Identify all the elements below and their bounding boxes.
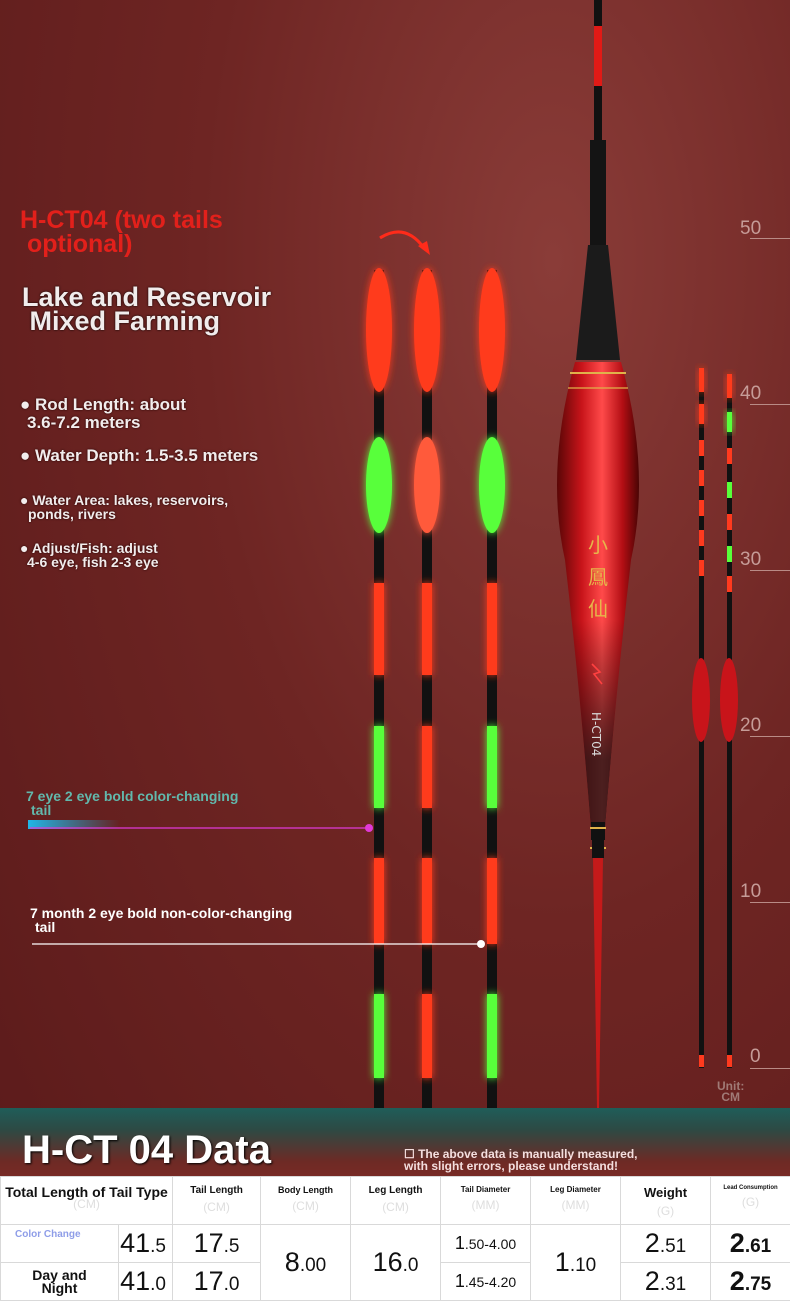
header-tail-length-unit: (CM) <box>173 1200 260 1214</box>
header-weight-unit: (G) <box>621 1204 710 1218</box>
measurement-note: ☐ The above data is manually measured, w… <box>404 1148 638 1172</box>
header-leg-length: Leg Length (CM) <box>351 1177 441 1225</box>
header-tail-diameter: Tail Diameter (MM) <box>441 1177 531 1225</box>
row-label-color-change: Color Change <box>1 1225 119 1263</box>
header-tail-diameter-label: Tail Diameter <box>461 1185 511 1194</box>
cell-tail-diameter-range: .45-4.20 <box>465 1274 516 1290</box>
header-leg-diameter-unit: (MM) <box>531 1198 620 1212</box>
float-chinese-char-1: 小 <box>588 533 608 557</box>
ruler-mark-0: 0 <box>750 1046 761 1068</box>
row-label-day-night: Day and Night <box>1 1263 119 1301</box>
cell-leg-length-int: 16 <box>373 1247 403 1277</box>
header-tail-length-label: Tail Length <box>190 1185 243 1196</box>
header-leg-diameter: Leg Diameter (MM) <box>531 1177 621 1225</box>
cell-leg-length-dec: .0 <box>403 1255 419 1276</box>
cell-lead-consumption: 2.61 <box>711 1225 790 1263</box>
header-leg-length-unit: (CM) <box>351 1200 440 1214</box>
cell-leg-diameter: 1.10 <box>531 1225 621 1301</box>
cell-total-length-int: 41 <box>120 1266 150 1296</box>
cell-weight-dec: .31 <box>660 1274 686 1295</box>
ruler-mark-30: 30 <box>740 549 761 571</box>
header-lead-consumption-unit: (G) <box>711 1195 790 1209</box>
cell-lead-consumption-dec: .61 <box>745 1236 771 1257</box>
ruler-mark-50: 50 <box>740 218 761 240</box>
cell-tail-length-int: 17 <box>194 1228 224 1258</box>
cell-weight-int: 2 <box>645 1266 660 1296</box>
header-leg-length-label: Leg Length <box>369 1185 423 1196</box>
cell-body-length-int: 8 <box>285 1247 300 1277</box>
float-chinese-char-3: 仙 <box>588 597 608 621</box>
header-body-length-unit: (CM) <box>261 1199 350 1213</box>
header-leg-diameter-label: Leg Diameter <box>550 1185 601 1194</box>
cell-weight-int: 2 <box>645 1228 660 1258</box>
cell-leg-diameter-dec: .10 <box>570 1255 596 1276</box>
data-title: H-CT 04 Data <box>22 1128 271 1173</box>
cell-leg-length: 16.0 <box>351 1225 441 1301</box>
small-float-left <box>692 368 710 1068</box>
tail-middle <box>414 268 440 1110</box>
ruler <box>735 150 790 1070</box>
row-label-day-night-line2: Night <box>1 1282 118 1295</box>
float-model-text: H-CT04 <box>589 712 603 756</box>
float-chinese-char-2: 鳳 <box>588 565 608 589</box>
cell-total-length-int: 41 <box>120 1228 150 1258</box>
cell-weight: 2.31 <box>621 1263 711 1301</box>
cell-leg-diameter-int: 1 <box>555 1247 570 1277</box>
cell-total-length: 41.5 <box>119 1225 173 1263</box>
table-row: Color Change 41.5 17.5 8.00 16.0 1.50-4.… <box>1 1225 790 1263</box>
ruler-unit: Unit: CM <box>717 1081 744 1103</box>
tail-left <box>366 268 392 1110</box>
cell-lead-consumption-dec: .75 <box>745 1274 771 1295</box>
ruler-mark-40: 40 <box>740 383 761 405</box>
header-lead-consumption: Lead Consumption (G) <box>711 1177 790 1225</box>
cell-tail-diameter: 1.50-4.00 <box>441 1225 531 1263</box>
cell-tail-diameter-int: 1 <box>455 1233 465 1253</box>
ruler-mark-10: 10 <box>740 881 761 903</box>
cell-lead-consumption-int: 2 <box>730 1228 745 1258</box>
header-tail-length: Tail Length (CM) <box>173 1177 261 1225</box>
header-lead-consumption-label: Lead Consumption <box>723 1185 777 1191</box>
cell-total-length: 41.0 <box>119 1263 173 1301</box>
cell-tail-diameter-range: .50-4.00 <box>465 1236 516 1252</box>
curved-arrow-icon <box>380 232 424 248</box>
header-total-length: Total Length of Tail Type (CM) <box>1 1177 173 1225</box>
cell-weight-dec: .51 <box>660 1236 686 1257</box>
cell-tail-diameter: 1.45-4.20 <box>441 1263 531 1301</box>
cell-tail-diameter-int: 1 <box>455 1271 465 1291</box>
tail-right <box>479 268 505 1110</box>
header-weight: Weight (G) <box>621 1177 711 1225</box>
ruler-mark-20: 20 <box>740 715 761 737</box>
header-body-length-label: Body Length <box>278 1185 333 1195</box>
cell-weight: 2.51 <box>621 1225 711 1263</box>
ruler-unit-value: CM <box>717 1092 744 1103</box>
header-weight-label: Weight <box>644 1185 687 1200</box>
cell-lead-consumption-int: 2 <box>730 1266 745 1296</box>
table-header-row: Total Length of Tail Type (CM) Tail Leng… <box>1 1177 790 1225</box>
measurement-note-line2: with slight errors, please understand! <box>404 1160 638 1172</box>
cell-lead-consumption: 2.75 <box>711 1263 790 1301</box>
cell-tail-length-int: 17 <box>194 1266 224 1296</box>
header-tail-diameter-unit: (MM) <box>441 1198 530 1212</box>
main-float: 小 鳳 仙 H-CT04 <box>557 0 639 1108</box>
cell-tail-length: 17.0 <box>173 1263 261 1301</box>
cell-body-length-dec: .00 <box>300 1255 326 1276</box>
cell-total-length-dec: .5 <box>150 1236 166 1257</box>
cell-tail-length-dec: .5 <box>224 1236 240 1257</box>
cell-tail-length: 17.5 <box>173 1225 261 1263</box>
cell-total-length-dec: .0 <box>150 1274 166 1295</box>
float-illustration: 小 鳳 仙 H-CT04 <box>0 0 790 1110</box>
cell-tail-length-dec: .0 <box>224 1274 240 1295</box>
cell-body-length: 8.00 <box>261 1225 351 1301</box>
header-body-length: Body Length (CM) <box>261 1177 351 1225</box>
spec-table: Total Length of Tail Type (CM) Tail Leng… <box>0 1176 790 1301</box>
